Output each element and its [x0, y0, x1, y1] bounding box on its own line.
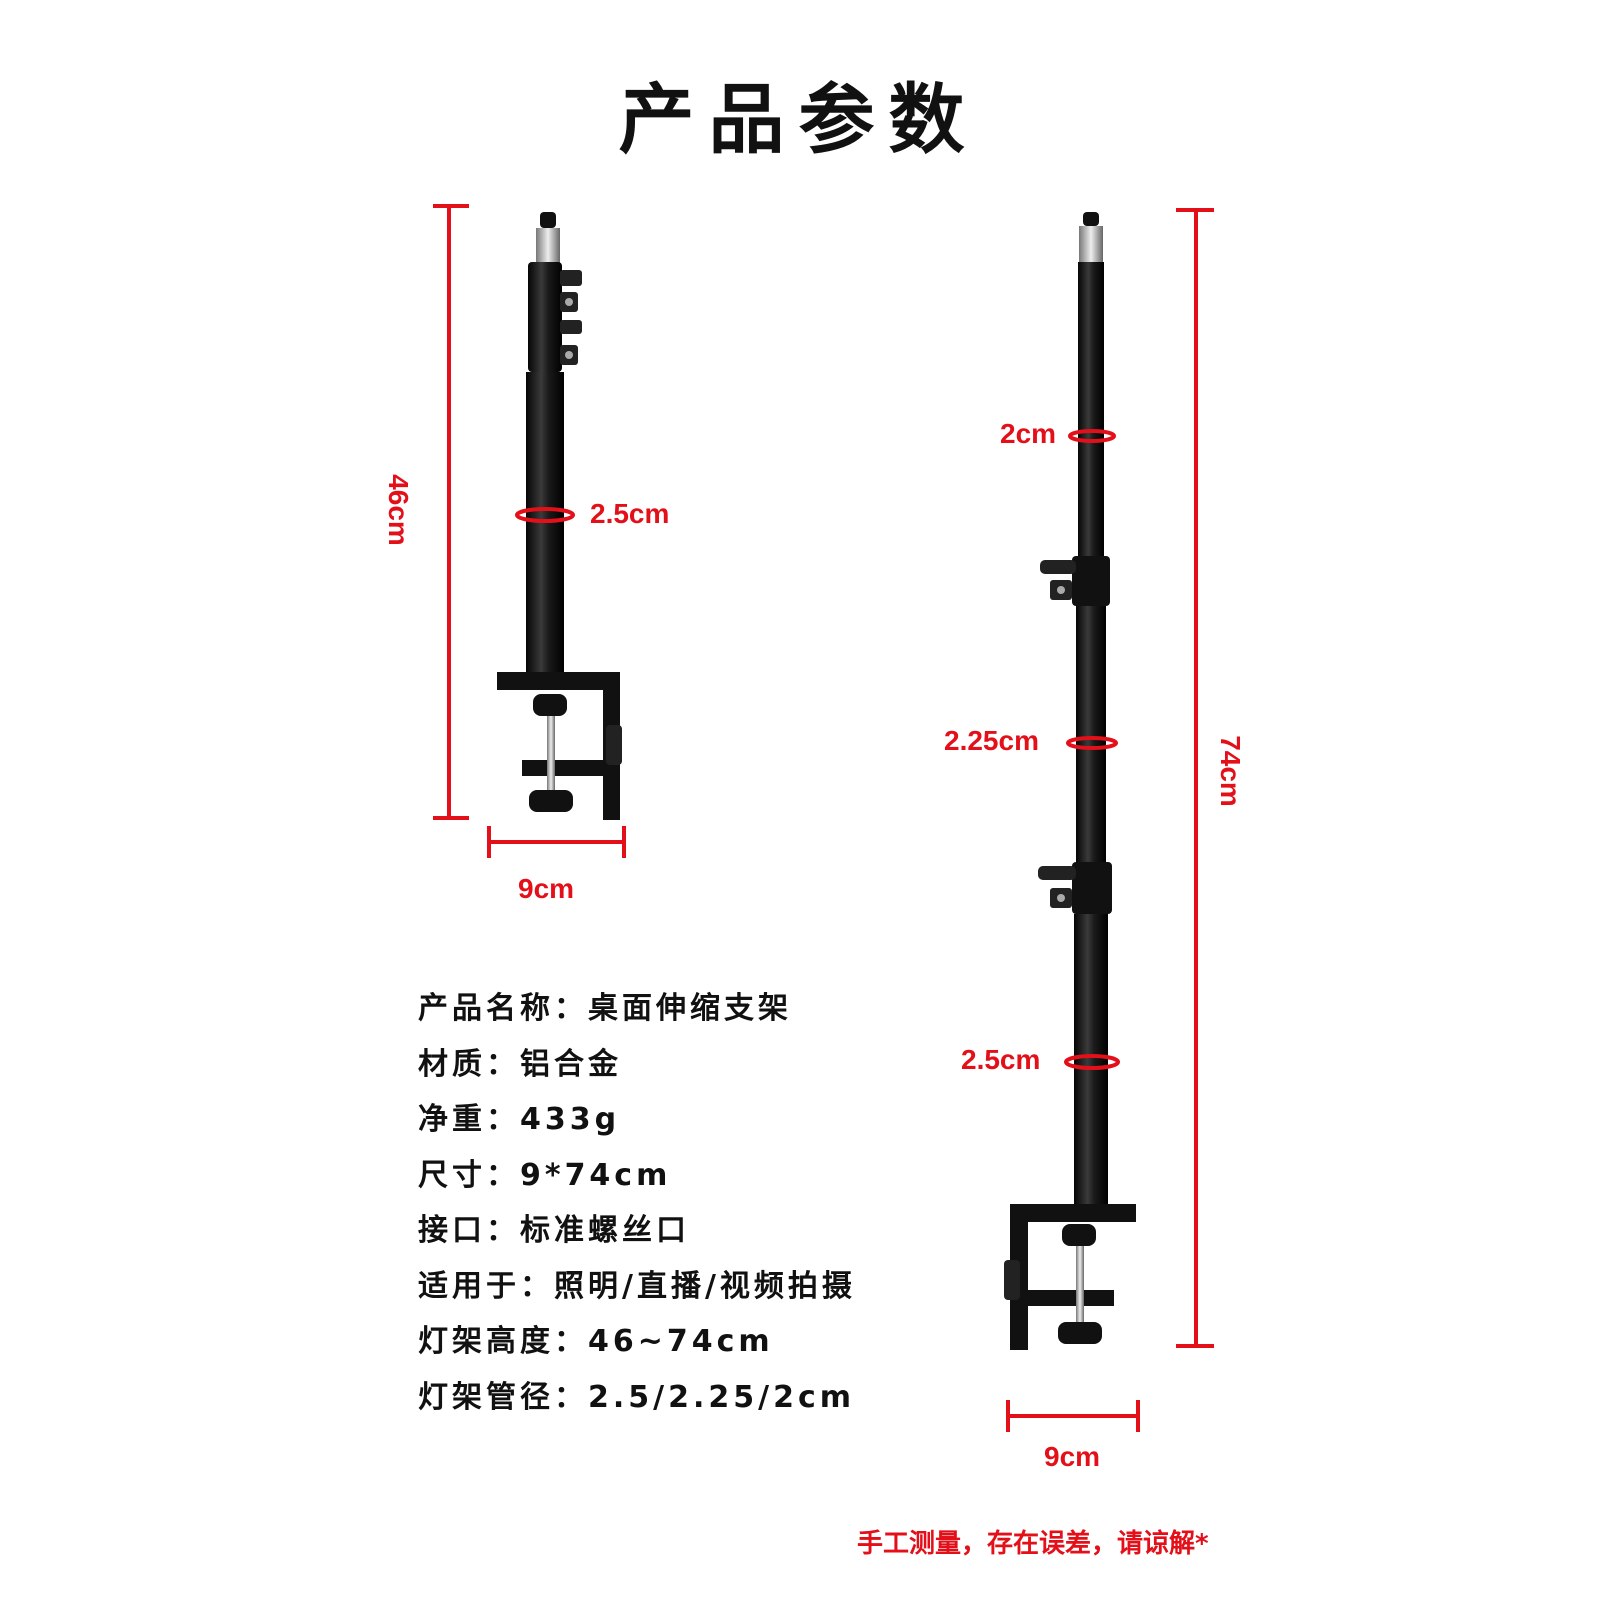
spigot-screw [536, 228, 560, 264]
lock-2 [1072, 862, 1112, 914]
left-height-label: 46cm [383, 474, 414, 546]
left-width-label: 9cm [518, 873, 575, 904]
bottom-tube [1074, 914, 1108, 1206]
spec-product-name: 产品名称：桌面伸缩支架 [418, 991, 792, 1026]
spec-stand-height: 灯架高度：46~74cm [418, 1324, 774, 1359]
spec-material: 材质：铝合金 [418, 1047, 622, 1082]
right-height-label: 74cm [1215, 735, 1246, 807]
spec-tube-diameter: 灯架管径：2.5/2.25/2cm [418, 1380, 855, 1415]
right-dimension-lines [1006, 208, 1214, 1432]
bottom-tube-diameter-label: 2.5cm [961, 1044, 1041, 1075]
c-clamp [497, 672, 620, 820]
right-stand [1004, 212, 1136, 1350]
spec-net-weight: 净重：433g [418, 1102, 621, 1137]
spigot-tip [1083, 212, 1099, 226]
spec-applicable: 适用于：照明/直播/视频拍摄 [418, 1269, 856, 1304]
top-tube [1078, 262, 1104, 558]
right-width-label: 9cm [1044, 1441, 1101, 1472]
measurement-note: 手工测量，存在误差，请谅解* [857, 1529, 1209, 1559]
left-tube-diameter-label: 2.5cm [590, 498, 670, 529]
lock-1 [1072, 556, 1110, 606]
page-title: 产品参数 [618, 75, 979, 164]
spec-interface: 接口：标准螺丝口 [418, 1213, 690, 1248]
spigot-tip [540, 212, 556, 228]
middle-tube-diameter-label: 2.25cm [944, 725, 1039, 756]
lock-section [528, 262, 562, 372]
c-clamp [1010, 1204, 1136, 1350]
spec-size: 尺寸：9*74cm [418, 1158, 672, 1193]
left-dimension-lines [433, 204, 626, 858]
middle-tube [1076, 606, 1106, 864]
top-tube-diameter-label: 2cm [1000, 418, 1057, 449]
spigot-screw [1079, 226, 1103, 262]
